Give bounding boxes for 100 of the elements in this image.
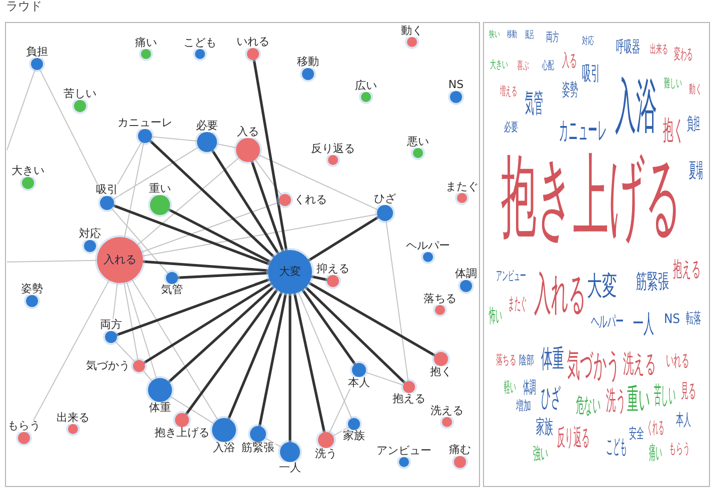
node-label: 痛む bbox=[448, 444, 472, 456]
node-label: 洗える bbox=[430, 405, 464, 417]
node-label: 大きい bbox=[10, 165, 46, 177]
connector-line bbox=[6, 260, 98, 262]
node-label: 反り返る bbox=[310, 143, 356, 155]
cloud-word: 呼吸器 bbox=[616, 39, 640, 55]
cloud-word: 危ない bbox=[576, 395, 602, 416]
node-label: 入る bbox=[236, 126, 260, 138]
cloud-word: 心配 bbox=[542, 60, 554, 71]
connector-line bbox=[178, 272, 268, 279]
cloud-word: NS bbox=[664, 313, 680, 326]
connector-line bbox=[142, 260, 268, 272]
node-label: いれる bbox=[236, 36, 270, 48]
node-label: 体重 bbox=[148, 402, 172, 414]
cloud-word: 本人 bbox=[676, 412, 691, 428]
connector-line bbox=[258, 154, 378, 210]
node-label: 負担 bbox=[25, 46, 49, 58]
node-label: 移動 bbox=[296, 56, 320, 68]
connector-line bbox=[124, 282, 138, 361]
connector-line bbox=[6, 69, 36, 150]
node-label: 入れる bbox=[102, 254, 138, 266]
cloud-word: 見る bbox=[681, 382, 696, 401]
cloud-word: くれる bbox=[647, 420, 664, 437]
cloud-word: 大変 bbox=[587, 273, 618, 300]
node-label: NS bbox=[447, 79, 465, 91]
connector-line bbox=[126, 282, 157, 379]
cloud-word: カニューレ bbox=[559, 118, 607, 144]
cloud-word: 増える bbox=[500, 85, 517, 97]
cloud-word: 体調 bbox=[523, 380, 536, 397]
connector-line bbox=[110, 142, 142, 198]
cloud-word: ヘルパー bbox=[591, 314, 624, 331]
connector-line bbox=[113, 204, 270, 266]
cloud-word: 抱き上げる bbox=[501, 152, 682, 242]
cloud-word: 反り返る bbox=[557, 427, 590, 450]
connector-line bbox=[152, 136, 198, 142]
cloud-word: 対応 bbox=[582, 37, 594, 47]
connector-line bbox=[124, 142, 144, 238]
node-label: 本人 bbox=[347, 377, 371, 389]
cloud-word: 入る bbox=[562, 53, 577, 70]
connector-line bbox=[252, 60, 288, 251]
cloud-word: 安全 bbox=[629, 427, 644, 441]
connector-line bbox=[170, 396, 214, 424]
connector-line bbox=[328, 376, 356, 434]
cloud-word: 夏場 bbox=[689, 160, 703, 180]
node-label: ひざ bbox=[373, 193, 397, 205]
connector-line bbox=[365, 372, 404, 386]
cloud-word: 移動 bbox=[507, 31, 517, 40]
node-label: こども bbox=[182, 37, 218, 49]
node-label: 落ちる bbox=[422, 293, 458, 305]
cloud-word: 落ちる bbox=[496, 354, 516, 367]
connector-line bbox=[143, 282, 272, 364]
node-label: 抱える bbox=[392, 393, 426, 405]
cloud-word: 大きい bbox=[490, 59, 508, 70]
connector-line bbox=[26, 280, 110, 434]
node-label: アンビュー bbox=[376, 445, 432, 457]
node-label: 抑える bbox=[316, 263, 350, 275]
node-label: ヘルパー bbox=[405, 240, 451, 252]
connector-line bbox=[39, 68, 104, 198]
node-label: 一人 bbox=[278, 462, 302, 474]
cloud-word: 難しい bbox=[664, 77, 682, 89]
connector-line bbox=[227, 292, 283, 420]
node-label: 吸引 bbox=[95, 184, 119, 196]
node-label: 入浴 bbox=[212, 442, 236, 454]
cloud-word: 気づかう bbox=[567, 348, 620, 381]
cloud-word: 転落 bbox=[686, 311, 701, 326]
node-label: 広い bbox=[354, 80, 378, 92]
node-label: 姿勢 bbox=[20, 283, 44, 295]
connector-line bbox=[254, 159, 282, 196]
connector-line bbox=[308, 216, 379, 262]
cloud-word: ひざ bbox=[541, 385, 561, 411]
connector-line bbox=[308, 282, 436, 357]
connector-line bbox=[258, 293, 287, 426]
connector-line bbox=[149, 140, 275, 258]
connector-line bbox=[216, 143, 237, 148]
connector-line bbox=[114, 340, 136, 362]
cloud-word: もらう bbox=[669, 442, 690, 456]
node-label: カニューレ bbox=[116, 117, 174, 129]
connector-line bbox=[136, 157, 240, 246]
cloud-word: 抱える bbox=[673, 259, 702, 280]
connector-line bbox=[250, 160, 284, 252]
cloud-word: 動く bbox=[689, 83, 702, 95]
cloud-word: 体重 bbox=[541, 346, 564, 371]
node-label: 家族 bbox=[342, 430, 366, 442]
caption-text: ラウド bbox=[6, 0, 42, 13]
cloud-word: 重い bbox=[627, 385, 650, 414]
connector-line bbox=[168, 208, 271, 264]
cloud-word: 入れる bbox=[534, 271, 586, 316]
connector-line bbox=[111, 208, 169, 274]
node-label: 大変 bbox=[278, 266, 302, 278]
cloud-word: いれる bbox=[666, 353, 689, 370]
connector-line bbox=[311, 275, 328, 282]
cloud-word: 負担 bbox=[687, 116, 700, 133]
connector-line bbox=[288, 294, 292, 442]
connector-line bbox=[112, 146, 199, 200]
connector-line bbox=[142, 214, 378, 256]
cloud-word: 痛い bbox=[649, 444, 662, 463]
cloud-word: 洗う bbox=[606, 388, 626, 414]
network-node bbox=[97, 237, 143, 283]
cloud-word: 吸引 bbox=[582, 63, 600, 83]
cloud-word: こども bbox=[606, 436, 627, 456]
